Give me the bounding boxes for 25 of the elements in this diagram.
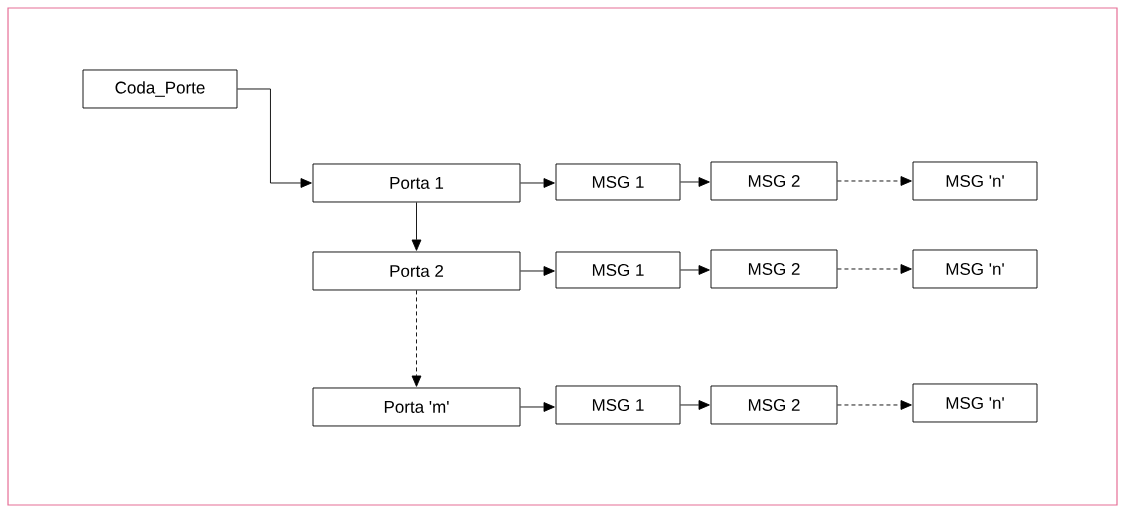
process-box: MSG 2 xyxy=(710,161,838,201)
arrow xyxy=(680,265,710,275)
process-box: Coda_Porte xyxy=(82,69,238,109)
process-box: MSG 1 xyxy=(555,385,681,425)
process-box: Porta 2 xyxy=(312,251,521,291)
process-box: Porta 1 xyxy=(312,163,521,203)
arrow xyxy=(520,178,555,188)
arrow xyxy=(411,290,422,387)
process-box: MSG 'n' xyxy=(912,383,1038,423)
process-box: MSG 1 xyxy=(555,163,681,201)
arrow xyxy=(520,402,555,412)
process-box: MSG 1 xyxy=(555,251,681,289)
arrow xyxy=(520,266,555,276)
arrow xyxy=(837,264,912,274)
process-box: MSG 2 xyxy=(710,249,838,289)
arrow xyxy=(680,400,710,410)
arrow xyxy=(680,177,710,187)
arrow xyxy=(837,400,912,410)
arrow xyxy=(837,176,912,186)
process-box: Porta 'm' xyxy=(312,387,521,427)
process-box: MSG 2 xyxy=(710,385,838,425)
process-box: MSG 'n' xyxy=(912,249,1038,289)
process-box: MSG 'n' xyxy=(912,161,1038,201)
arrow xyxy=(237,88,312,188)
arrow xyxy=(411,202,422,251)
